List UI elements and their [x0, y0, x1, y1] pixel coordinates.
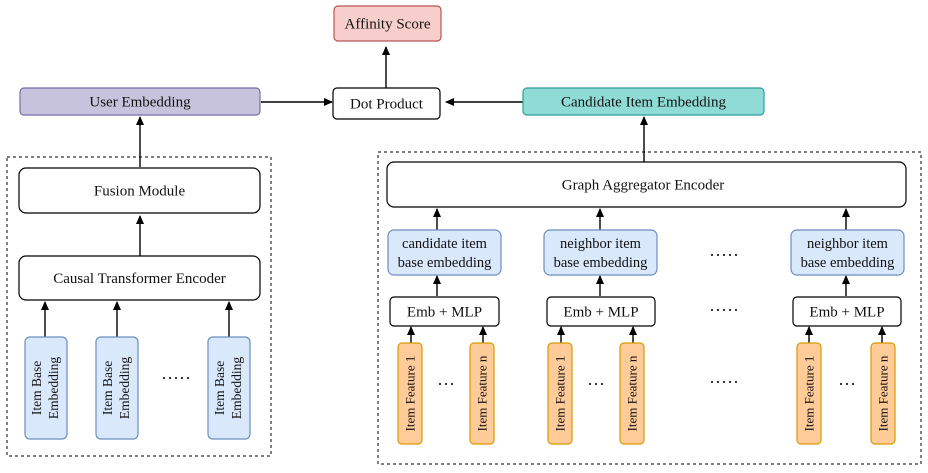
neighbor-item-base-embedding-node-1: neighbor item base embedding [543, 229, 658, 276]
neighbor-item-base-embedding-box-2 [790, 229, 905, 276]
item-feature-1-label-b: Item Feature 1 [553, 356, 568, 432]
neighbor-item-base-label-1b: base embedding [554, 255, 648, 271]
item-feature-1-box-b [547, 342, 573, 445]
user-encoder-dashed-group [6, 156, 272, 457]
affinity-score-label: Affinity Score [345, 17, 431, 33]
feature-ellipsis-c: ··· [838, 374, 856, 394]
candidate-item-embedding-label: Candidate Item Embedding [561, 95, 726, 111]
item-feature-1-node-c: Item Feature 1 [796, 342, 822, 445]
item-base-embedding-label-1b: Embedding [46, 357, 61, 419]
neighbor-item-base-embedding-box-1 [543, 229, 658, 276]
graph-aggregator-encoder-node: Graph Aggregator Encoder [386, 161, 907, 208]
neighbor-item-base-embedding-node-2: neighbor item base embedding [790, 229, 905, 276]
item-feature-n-node-b: Item Feature n [619, 342, 645, 445]
user-embedding-box [19, 87, 261, 116]
left-items-ellipsis: ····· [161, 368, 191, 388]
causal-transformer-encoder-label: Causal Transformer Encoder [53, 271, 225, 287]
item-base-embedding-box-3 [207, 336, 251, 440]
item-feature-n-node-c: Item Feature n [870, 342, 896, 445]
item-base-embedding-label-1a: Item Base [29, 361, 44, 415]
item-feature-n-node-a: Item Feature n [469, 342, 495, 445]
item-base-embedding-label-2b: Embedding [117, 357, 132, 419]
affinity-score-box [333, 5, 442, 42]
dot-product-label: Dot Product [350, 97, 424, 113]
affinity-score-node: Affinity Score [333, 5, 442, 42]
user-embedding-label: User Embedding [89, 95, 191, 111]
item-feature-n-label-a: Item Feature n [475, 355, 490, 431]
emb-mlp-box-2 [546, 296, 656, 327]
candidate-item-base-embedding-node: candidate item base embedding [387, 229, 502, 276]
candidate-item-base-label-b: base embedding [398, 255, 492, 271]
item-feature-1-box-a [397, 342, 423, 445]
item-feature-n-box-b [619, 342, 645, 445]
item-feature-n-label-b: Item Feature n [625, 355, 640, 431]
item-base-embedding-box-1 [24, 336, 68, 440]
neighbor-item-base-label-2b: base embedding [801, 255, 895, 271]
causal-transformer-encoder-box [18, 255, 261, 301]
feature-ellipsis-a: ··· [437, 374, 455, 394]
candidate-item-embedding-box [522, 87, 765, 116]
emb-mlp-label-1: Emb + MLP [407, 305, 482, 321]
dot-product-box [332, 87, 441, 120]
neighbor-item-base-label-1a: neighbor item [560, 236, 642, 252]
item-feature-n-label-c: Item Feature n [876, 355, 891, 431]
candidate-item-embedding-node: Candidate Item Embedding [522, 87, 765, 116]
emb-mlp-box-3 [792, 296, 902, 327]
user-embedding-node: User Embedding [19, 87, 261, 116]
causal-transformer-encoder-node: Causal Transformer Encoder [18, 255, 261, 301]
item-feature-1-node-a: Item Feature 1 [397, 342, 423, 445]
dot-product-node: Dot Product [332, 87, 441, 120]
neighbor-item-base-label-2a: neighbor item [807, 236, 889, 252]
fusion-module-box [18, 167, 261, 214]
feature-ellipsis-middle: ····· [709, 372, 739, 392]
item-base-embedding-node-1: Item Base Embedding [24, 336, 68, 440]
emb-mlp-node-2: Emb + MLP [546, 296, 656, 327]
candidate-item-base-label-a: candidate item [402, 236, 488, 252]
item-base-embedding-label-2a: Item Base [100, 361, 115, 415]
feature-ellipsis-b: ··· [587, 374, 605, 394]
emb-mlp-node-3: Emb + MLP [792, 296, 902, 327]
emb-mlp-label-2: Emb + MLP [563, 305, 638, 321]
graph-aggregator-encoder-label: Graph Aggregator Encoder [562, 178, 724, 194]
emb-mlp-node-1: Emb + MLP [389, 296, 500, 327]
item-feature-1-label-c: Item Feature 1 [802, 356, 817, 432]
item-encoder-dashed-group [377, 151, 922, 465]
item-feature-1-node-b: Item Feature 1 [547, 342, 573, 445]
connectors [41, 46, 886, 343]
emb-mlp-box-1 [389, 296, 500, 327]
item-feature-n-box-a [469, 342, 495, 445]
neighbor-ellipsis-upper: ····· [709, 245, 739, 265]
fusion-module-label: Fusion Module [94, 184, 186, 200]
item-base-embedding-node-3: Item Base Embedding [207, 336, 251, 440]
candidate-item-base-embedding-box [387, 229, 502, 276]
item-feature-1-box-c [796, 342, 822, 445]
item-base-embedding-label-3b: Embedding [229, 357, 244, 419]
emb-mlp-label-3: Emb + MLP [809, 305, 884, 321]
item-feature-n-box-c [870, 342, 896, 445]
item-feature-1-label-a: Item Feature 1 [403, 356, 418, 432]
item-base-embedding-label-3a: Item Base [212, 361, 227, 415]
fusion-module-node: Fusion Module [18, 167, 261, 214]
item-base-embedding-box-2 [95, 336, 139, 440]
mlp-ellipsis: ····· [709, 300, 739, 320]
item-base-embedding-node-2: Item Base Embedding [95, 336, 139, 440]
graph-aggregator-encoder-box [386, 161, 907, 208]
